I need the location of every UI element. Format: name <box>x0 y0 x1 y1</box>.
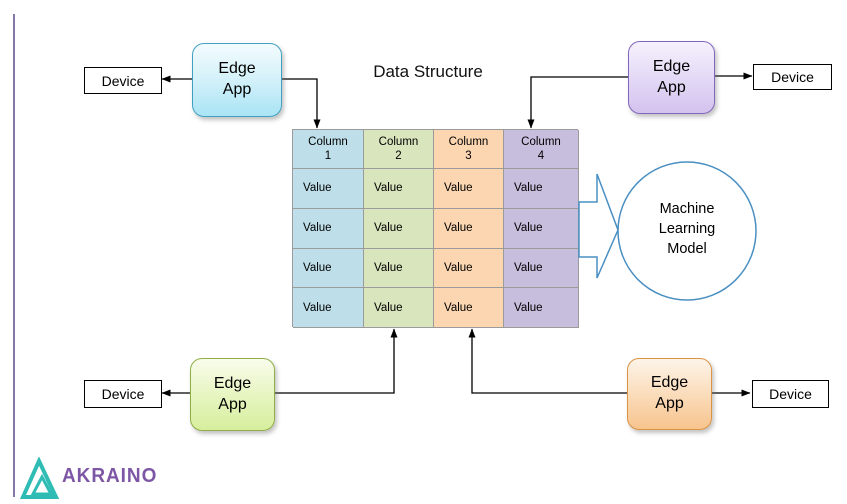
table-header-cell: Column 2 <box>364 130 434 169</box>
table-value-cell: Value <box>293 288 364 328</box>
device-bottom-left: Device <box>84 380 162 408</box>
device-bottom-right: Device <box>752 380 829 408</box>
device-top-left: Device <box>84 67 162 94</box>
data-structure-table: Column 1 Column 2 Column 3 Column 4 Valu… <box>292 129 579 328</box>
table-value-cell: Value <box>293 208 364 249</box>
edge-app-top-right: Edge App <box>628 41 715 114</box>
table-header-cell: Column 3 <box>434 130 504 169</box>
table-value-cell: Value <box>434 248 504 289</box>
table-to-model-arrow <box>578 173 619 279</box>
edge-app-bottom-right: Edge App <box>627 358 712 430</box>
machine-learning-model-label: Machine Learning Model <box>658 201 716 257</box>
table-value-cell: Value <box>434 208 504 249</box>
table-value-cell: Value <box>434 169 504 209</box>
table-value-cell: Value <box>504 169 579 209</box>
akraino-logo-icon <box>20 457 60 499</box>
table-value-cell: Value <box>364 288 434 328</box>
table-value-cell: Value <box>504 248 579 289</box>
table-value-cell: Value <box>364 208 434 249</box>
table-header-cell: Column 4 <box>504 130 579 169</box>
table-value-cell: Value <box>434 288 504 328</box>
device-top-right: Device <box>753 64 832 90</box>
table-header-cell: Column 1 <box>293 130 364 169</box>
table-value-cell: Value <box>504 208 579 249</box>
connector-edgeapp-tr-to-table <box>527 76 628 129</box>
table-value-cell: Value <box>504 288 579 328</box>
table-value-cell: Value <box>293 169 364 209</box>
table-value-cell: Value <box>293 248 364 289</box>
edge-app-top-left: Edge App <box>192 43 282 117</box>
akraino-wordmark: AKRAINO <box>62 465 158 487</box>
slide-accent-line <box>13 14 15 497</box>
connector-edgeapp-br-to-table <box>468 328 627 394</box>
connector-edgeapp-tl-to-table <box>280 78 321 129</box>
table-value-cell: Value <box>364 248 434 289</box>
connector-edgeapp-bl-to-table <box>273 328 398 394</box>
edge-app-bottom-left: Edge App <box>190 358 275 431</box>
diagram-title: Data Structure <box>373 62 483 81</box>
akraino-logo: AKRAINO <box>20 455 200 500</box>
table-value-cell: Value <box>364 169 434 209</box>
